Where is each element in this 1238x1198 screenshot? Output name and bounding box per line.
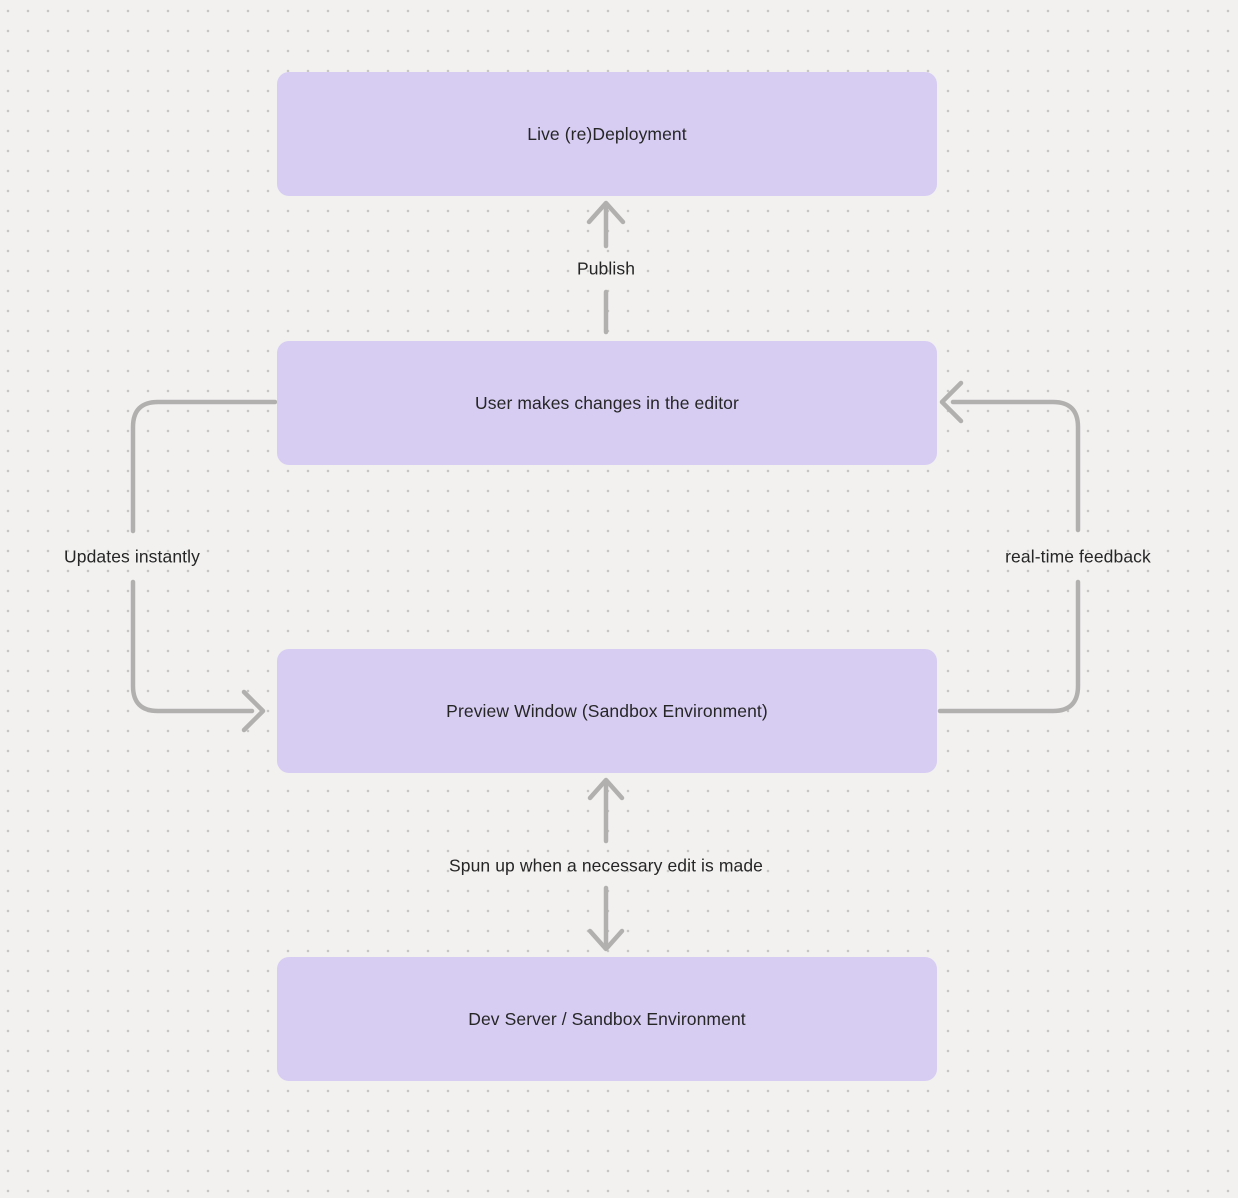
edge-label-publish: Publish xyxy=(576,258,636,279)
node-dev-server-label: Dev Server / Sandbox Environment xyxy=(468,1008,746,1029)
node-user-editor-label: User makes changes in the editor xyxy=(475,392,739,413)
node-live-redeployment-label: Live (re)Deployment xyxy=(527,123,687,144)
publish-arrow xyxy=(586,200,626,335)
edge-label-real-time-feedback: real-time feedback xyxy=(1005,546,1151,567)
publish-arrowhead-up-icon xyxy=(586,200,626,225)
node-dev-server: Dev Server / Sandbox Environment xyxy=(277,957,937,1081)
edge-label-updates-instantly: Updates instantly xyxy=(64,546,200,567)
spun-up-arrowhead-down-icon xyxy=(587,928,625,952)
spun-up-arrowhead-up-icon xyxy=(587,777,625,801)
updates-instantly-arrowhead-right-icon xyxy=(241,689,266,733)
spun-up-arrow xyxy=(587,777,625,952)
updates-instantly-arrow xyxy=(130,399,278,733)
real-time-feedback-arrowhead-left-icon xyxy=(939,380,964,424)
real-time-feedback-arrow xyxy=(937,380,1081,714)
node-live-redeployment: Live (re)Deployment xyxy=(277,72,937,196)
node-user-editor: User makes changes in the editor xyxy=(277,341,937,465)
edge-label-spun-up: Spun up when a necessary edit is made xyxy=(448,855,764,876)
node-preview-window: Preview Window (Sandbox Environment) xyxy=(277,649,937,773)
node-preview-window-label: Preview Window (Sandbox Environment) xyxy=(446,700,768,721)
